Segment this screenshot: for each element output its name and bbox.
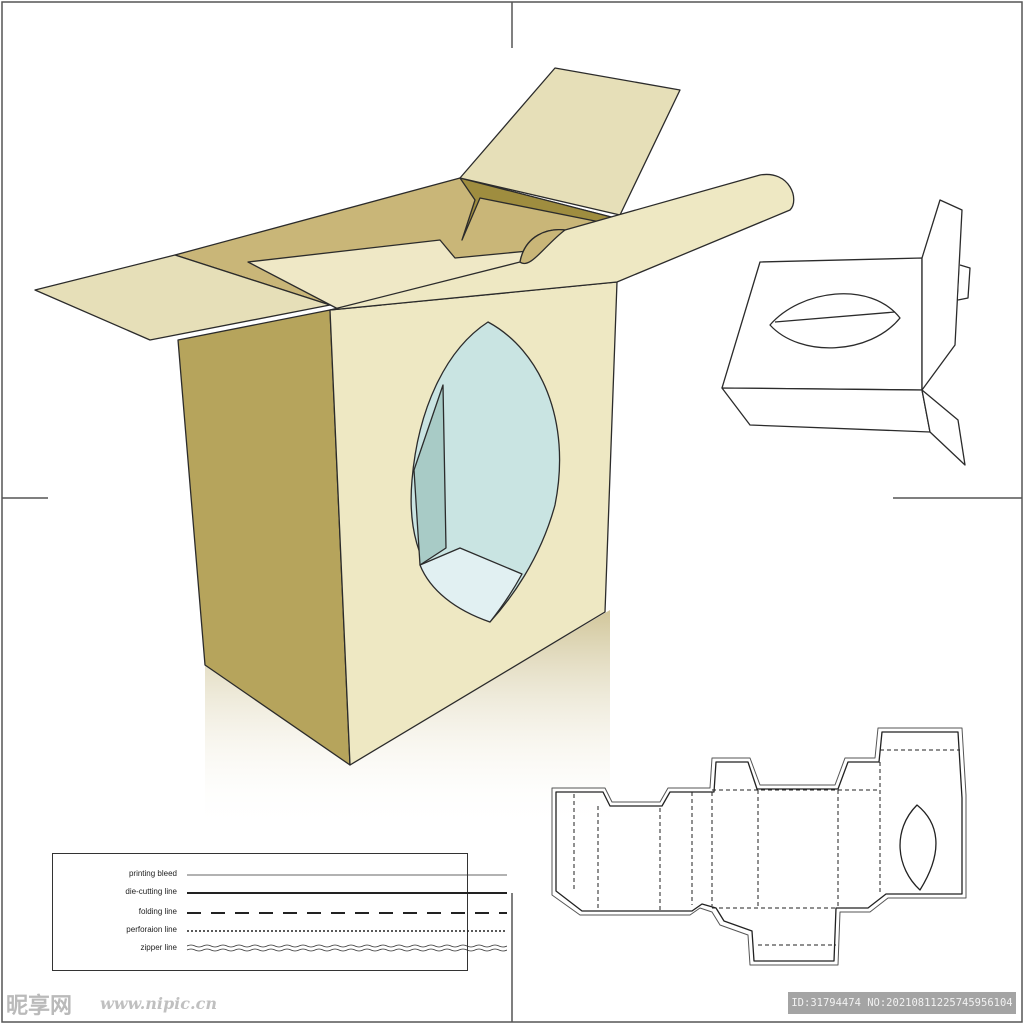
die-line-window — [899, 804, 937, 891]
box-floor-shadow — [205, 610, 610, 830]
legend-item-zipper: zipper line — [53, 942, 507, 960]
watermark-logo: 昵享网 — [6, 994, 73, 1019]
legend-label: perforaion line — [126, 925, 177, 934]
box-flap-curl-shade — [519, 229, 566, 265]
legend-item-folding: folding line — [53, 906, 507, 924]
open-box-illustration — [34, 67, 795, 766]
folding-line-sample — [187, 912, 507, 914]
line-legend: printing bleed die-cutting line folding … — [52, 853, 507, 971]
legend-label: folding line — [138, 907, 177, 916]
perforation-line-sample — [187, 930, 507, 932]
watermark-id: ID:31794474 NO:20210811225745956104 — [788, 992, 1016, 1014]
legend-label: printing bleed — [128, 869, 177, 878]
box-left-side — [177, 309, 351, 766]
legend-item-perforation: perforaion line — [53, 924, 507, 942]
outline-box-illustration — [721, 199, 971, 466]
legend-item-printing-bleed: printing bleed — [53, 868, 507, 886]
legend-label: zipper line — [140, 943, 177, 952]
printing-bleed-line-sample — [187, 874, 507, 876]
box-flap-back — [459, 67, 681, 216]
die-line-template — [551, 727, 967, 966]
box-window-floor — [419, 547, 523, 623]
die-cutting-line-sample — [187, 892, 507, 894]
zipper-line-sample — [187, 944, 507, 952]
legend-item-die-cutting: die-cutting line — [53, 886, 507, 904]
box-flap-left — [34, 254, 331, 341]
legend-label: die-cutting line — [125, 887, 177, 896]
watermark-url: www.nipic.cn — [100, 994, 217, 1013]
